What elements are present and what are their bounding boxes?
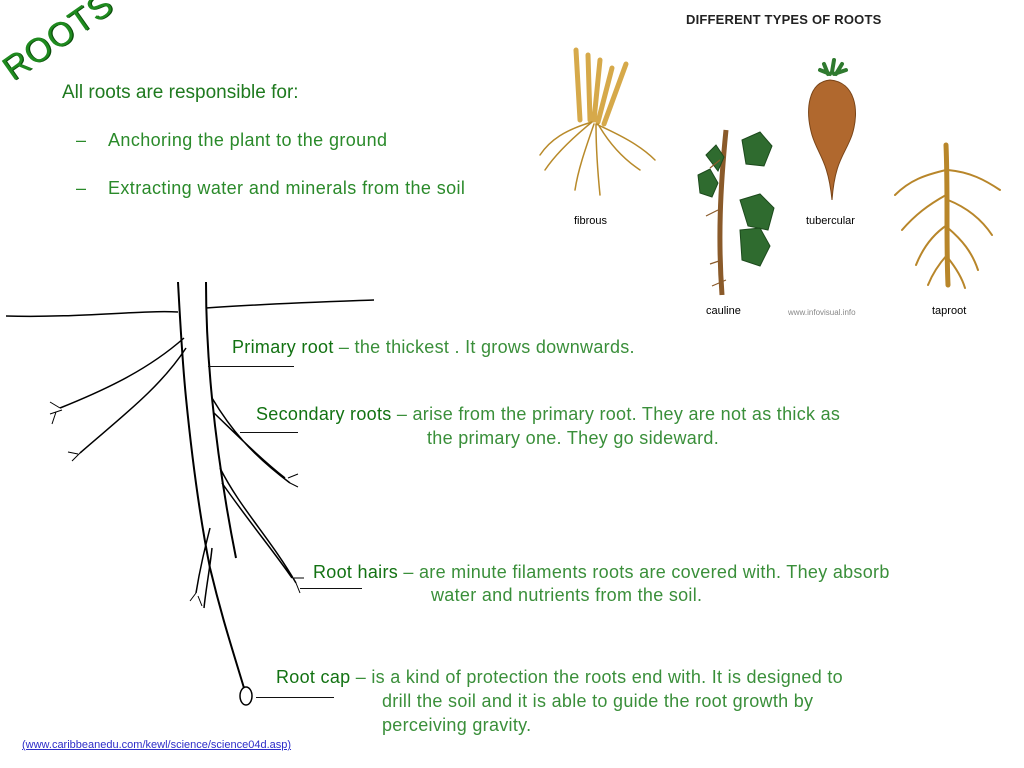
intro-text: All roots are responsible for: xyxy=(62,82,299,103)
type-label-tubercular: tubercular xyxy=(806,215,855,227)
tubercular-root-drawing xyxy=(808,58,856,201)
root-cap-drawing xyxy=(239,686,253,706)
bullet-text: Extracting water and minerals from the s… xyxy=(108,178,466,198)
definition-primary-root: Primary root – the thickest . It grows d… xyxy=(232,335,635,359)
definition-text: are minute filaments roots are covered w… xyxy=(418,562,890,582)
callout-line-primary xyxy=(208,366,294,367)
term-primary-root: Primary root xyxy=(232,337,334,357)
source-link[interactable]: (www.caribbeanedu.com/kewl/science/scien… xyxy=(22,739,292,751)
definition-text: is a kind of protection the roots end wi… xyxy=(371,667,843,687)
definition-text: arise from the primary root. They are no… xyxy=(412,404,841,424)
definition-root-cap: Root cap – is a kind of protection the r… xyxy=(276,665,843,689)
root-types-illustration: fibrous cauline tubercular taproot www.i… xyxy=(539,47,1001,317)
definition-separator: – xyxy=(333,337,355,357)
callout-line-secondary xyxy=(240,432,298,433)
type-label-taproot: taproot xyxy=(932,305,966,317)
image-heading: DIFFERENT TYPES OF ROOTS xyxy=(686,12,882,27)
term-root-cap: Root cap xyxy=(276,667,351,687)
definition-text-continued: drill the soil and it is able to guide t… xyxy=(382,691,814,711)
bullet-item: – Anchoring the plant to the ground xyxy=(76,130,387,151)
bullet-marker: – xyxy=(76,130,87,150)
fibrous-root-drawing xyxy=(539,47,656,196)
type-label-fibrous: fibrous xyxy=(574,215,608,227)
bullet-marker: – xyxy=(76,178,87,198)
slide-title: ROOTS xyxy=(0,0,121,89)
definition-text-continued: perceiving gravity. xyxy=(382,715,532,735)
definition-text: the thickest . It grows downwards. xyxy=(354,337,635,357)
secondary-roots-drawing xyxy=(59,337,297,609)
bullet-item: – Extracting water and minerals from the … xyxy=(76,178,465,199)
root-structure-diagram xyxy=(5,281,375,706)
callout-line-hairs xyxy=(300,588,362,589)
definition-secondary-roots: Secondary roots – arise from the primary… xyxy=(256,402,840,426)
definition-text-continued: the primary one. They go sideward. xyxy=(427,428,720,448)
term-root-hairs: Root hairs xyxy=(313,562,399,582)
definition-separator: – xyxy=(350,667,372,687)
type-label-cauline: cauline xyxy=(706,305,741,317)
term-secondary-roots: Secondary roots xyxy=(256,404,392,424)
root-hairs-drawing xyxy=(49,401,304,607)
definition-separator: – xyxy=(398,562,419,582)
definition-text-continued: water and nutrients from the soil. xyxy=(431,585,703,605)
bullet-text: Anchoring the plant to the ground xyxy=(108,130,388,150)
image-credit: www.infovisual.info xyxy=(787,308,856,317)
callout-line-cap xyxy=(256,697,334,698)
definition-root-hairs: Root hairs – are minute filaments roots … xyxy=(313,560,890,584)
soil-line xyxy=(5,299,375,318)
definition-separator: – xyxy=(391,404,413,424)
cauline-root-drawing xyxy=(697,129,775,296)
taproot-drawing xyxy=(894,142,1001,289)
